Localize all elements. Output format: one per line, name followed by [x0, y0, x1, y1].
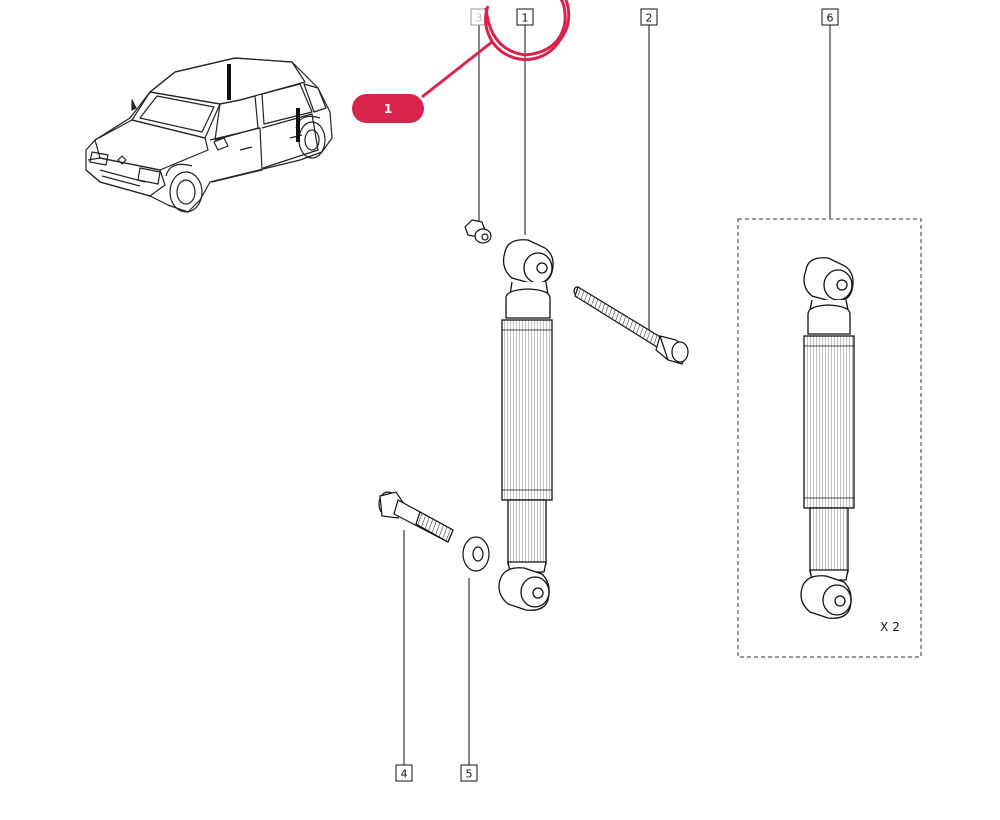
leader-lines: [403, 24, 831, 766]
svg-text:5: 5: [466, 768, 473, 781]
svg-text:1: 1: [522, 12, 529, 25]
bolt-bottom-icon: [378, 491, 454, 543]
svg-text:4: 4: [401, 768, 408, 781]
bolt-icon: [573, 286, 689, 365]
svg-text:2: 2: [646, 12, 653, 25]
shock-absorber-kit-icon: [800, 257, 855, 619]
highlight-circle: [484, 0, 571, 61]
highlight-marker[interactable]: 1: [352, 0, 571, 123]
highlight-arc: [484, 0, 567, 57]
shock-absorber-icon: [498, 239, 554, 611]
quantity-note: X 2: [880, 620, 900, 634]
svg-text:1: 1: [384, 102, 392, 116]
highlight-badge[interactable]: [352, 94, 424, 123]
svg-text:3: 3: [476, 12, 483, 25]
highlight-leader: [421, 40, 493, 99]
kit-dashed-frame: [737, 218, 922, 658]
callout-5[interactable]: 5: [460, 764, 478, 782]
callout-6[interactable]: 6: [821, 8, 839, 26]
callout-1[interactable]: 1: [516, 8, 534, 26]
nut-icon: [464, 219, 492, 244]
car-illustration-icon: [85, 57, 333, 213]
svg-text:6: 6: [827, 12, 834, 25]
callout-2[interactable]: 2: [640, 8, 658, 26]
washer-icon: [462, 536, 490, 572]
callout-4[interactable]: 4: [395, 764, 413, 782]
